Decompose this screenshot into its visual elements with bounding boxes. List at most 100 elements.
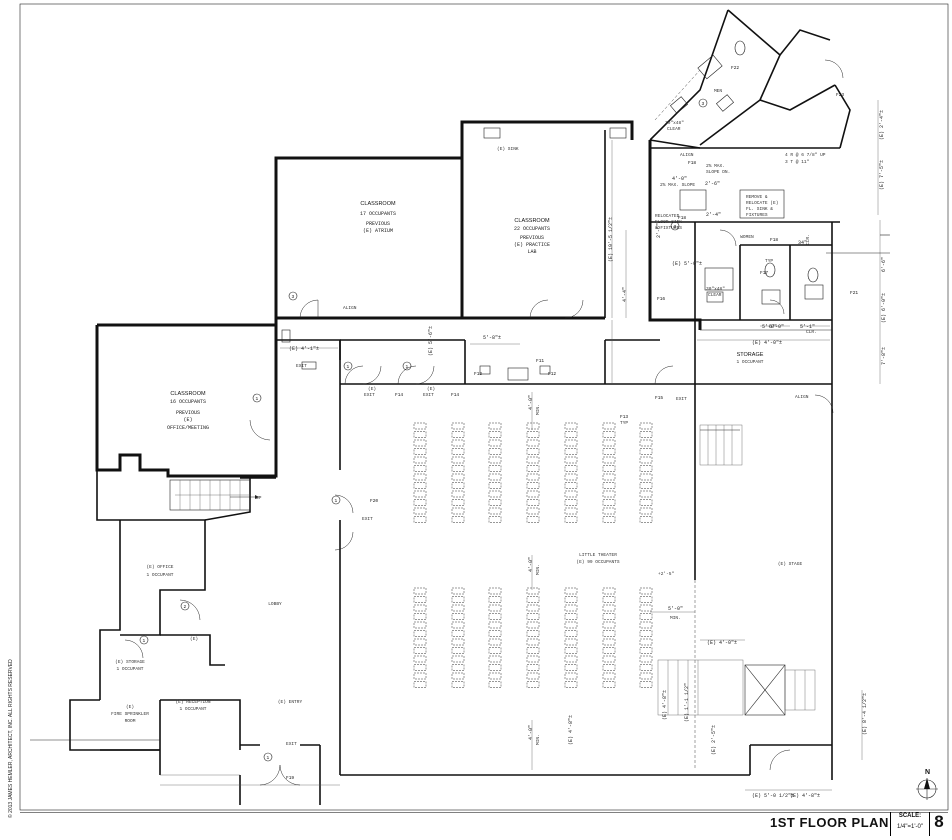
svg-text:(E) 5'-0 1/2"±: (E) 5'-0 1/2"± <box>752 793 794 799</box>
room-name-3: ROOM <box>125 718 136 724</box>
theater-seat <box>602 473 616 481</box>
theater-seat <box>451 596 465 603</box>
theater-seat <box>451 422 465 430</box>
svg-text:(E) 4'-1"±: (E) 4'-1"± <box>289 346 319 352</box>
svg-text:F18: F18 <box>770 237 778 243</box>
room-name: MEN <box>714 88 722 94</box>
theater-seat <box>526 431 540 438</box>
note-exit: EXIT <box>423 392 434 398</box>
svg-text:(E) 19'-5 1/2"±: (E) 19'-5 1/2"± <box>608 217 614 262</box>
theater-seat <box>564 465 578 472</box>
svg-text:(E) 8'-4 1/2"±: (E) 8'-4 1/2"± <box>862 693 868 735</box>
room-occupants: 17 OCCUPANTS <box>360 211 396 217</box>
plan-notes: (E) SINK ALIGN ALIGN ALIGN 2% MAX. SLOPE… <box>190 120 826 747</box>
room-previous-use-2: OFFICE/MEETING <box>167 425 209 431</box>
theater-seat <box>564 482 578 489</box>
svg-text:F18: F18 <box>678 215 686 221</box>
theater-seat <box>602 672 616 680</box>
room-name: (E) STORAGE <box>115 659 145 665</box>
svg-text:F20: F20 <box>370 498 378 504</box>
note-clear: 30"x48" <box>665 120 684 126</box>
theater-seat <box>526 604 540 612</box>
note-exit: EXIT <box>364 392 375 398</box>
theater-seat <box>564 672 578 680</box>
theater-seat <box>602 655 616 663</box>
note-elevation: +2'-5" <box>658 571 675 577</box>
theater-seat <box>602 664 616 671</box>
theater-seat <box>413 672 427 680</box>
svg-text:34": 34" <box>798 240 807 246</box>
theater-seat <box>564 604 578 612</box>
dimension-texts: 5'-8"± (E) 4'-1"± (E) 5'-6"± 4'-0" 4'-0"… <box>289 110 887 799</box>
theater-seat <box>413 422 427 430</box>
north-label: N <box>925 769 931 776</box>
theater-seat <box>451 516 465 523</box>
theater-seat <box>639 672 653 680</box>
theater-seat <box>602 499 616 506</box>
theater-seat <box>564 647 578 654</box>
theater-seat <box>639 604 653 612</box>
stage-walls <box>657 424 832 775</box>
theater-seat <box>488 499 502 506</box>
theater-seat <box>413 473 427 481</box>
theater-seat <box>488 596 502 603</box>
theater-seat <box>413 465 427 472</box>
door-number-markers: 1 1 1 1 1 1 2 3 3 3 <box>139 98 708 762</box>
theater-seat <box>564 507 578 515</box>
theater-seat <box>488 630 502 637</box>
theater-seat <box>639 613 653 620</box>
svg-text:F16: F16 <box>657 296 665 302</box>
theater-seat <box>451 630 465 637</box>
theater-seat <box>451 681 465 688</box>
theater-seat <box>639 647 653 654</box>
theater-seat <box>451 604 465 612</box>
svg-text:2: 2 <box>184 604 187 610</box>
theater-seat <box>488 681 502 688</box>
theater-seat <box>564 490 578 498</box>
note-clr: CLR. <box>806 329 817 335</box>
theater-seat <box>564 422 578 430</box>
theater-seat <box>602 439 616 447</box>
note-slope: 2% MAX. SLOPE <box>660 182 695 188</box>
theater-seat <box>451 473 465 481</box>
theater-seat <box>639 465 653 472</box>
svg-text:F22: F22 <box>731 65 739 71</box>
svg-text:2'-4": 2'-4" <box>706 212 721 218</box>
theater-seat <box>639 516 653 523</box>
note-existing: (E) <box>190 636 198 642</box>
svg-text:F23: F23 <box>836 92 844 98</box>
sheet-border <box>19 3 949 811</box>
theater-seat <box>602 587 616 595</box>
room-previous: PREVIOUS <box>366 221 390 227</box>
theater-seat <box>413 482 427 489</box>
theater-seat <box>602 613 616 620</box>
note-typ: TYP <box>765 258 773 264</box>
svg-text:1: 1 <box>267 755 270 761</box>
svg-text:F15: F15 <box>655 395 663 401</box>
room-occupants: 1 OCCUPANT <box>736 359 763 365</box>
svg-text:4'-0": 4'-0" <box>672 176 687 182</box>
theater-seat <box>451 655 465 663</box>
theater-seat <box>451 499 465 506</box>
svg-text:(E) 7'-5"±: (E) 7'-5"± <box>879 160 885 190</box>
theater-seat <box>639 456 653 464</box>
theater-seat <box>451 672 465 680</box>
theater-seat <box>413 439 427 447</box>
theater-seat <box>413 499 427 506</box>
svg-text:5'-8"±: 5'-8"± <box>483 335 501 341</box>
theater-seat <box>488 664 502 671</box>
svg-text:F18: F18 <box>688 160 696 166</box>
theater-seat <box>488 638 502 646</box>
theater-seat <box>488 456 502 464</box>
svg-text:6'-6": 6'-6" <box>881 257 887 272</box>
theater-seat <box>602 431 616 438</box>
theater-seat <box>413 604 427 612</box>
theater-seat <box>602 596 616 603</box>
theater-seat <box>639 473 653 481</box>
note-min: MIN. <box>535 564 541 575</box>
theater-seat <box>602 681 616 688</box>
sheet-number: 8 <box>934 812 944 831</box>
theater-seat <box>526 655 540 663</box>
theater-seat <box>639 431 653 438</box>
svg-text:1: 1 <box>406 364 409 370</box>
